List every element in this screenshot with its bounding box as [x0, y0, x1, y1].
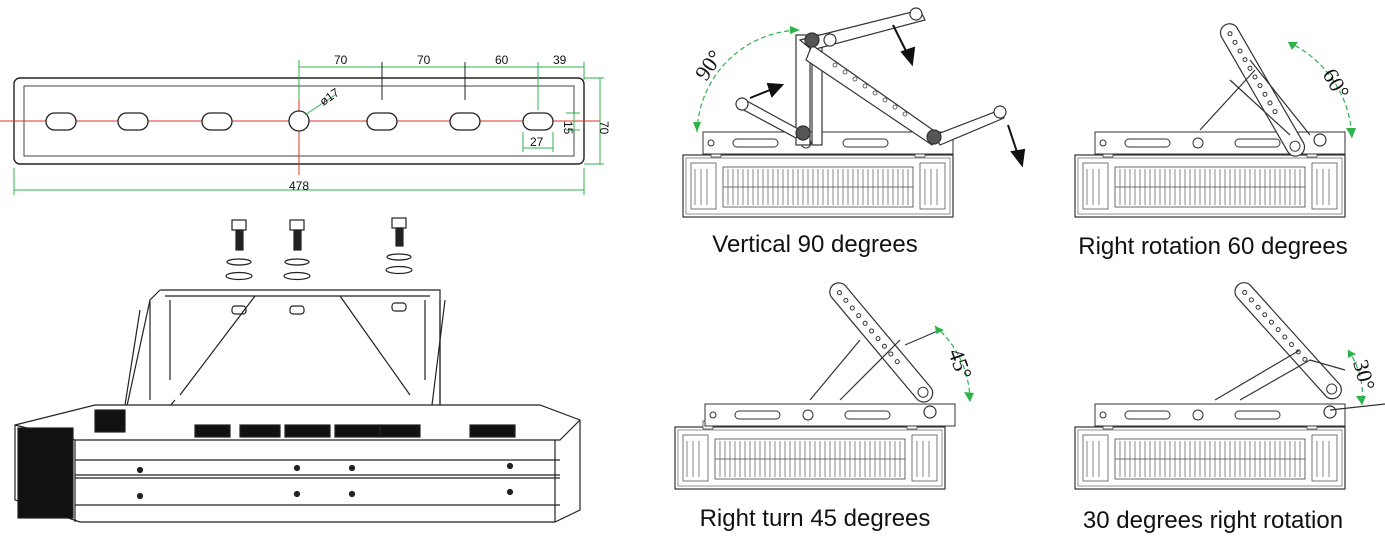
caption-vertical-90: Vertical 90 degrees — [712, 231, 918, 258]
angle-label-30: 30° — [1348, 357, 1380, 393]
top-view-drawing: 70 70 60 39 70 15 27 478 ø17 — [0, 53, 611, 195]
dim-478: 478 — [289, 179, 309, 193]
dim-27: 27 — [530, 135, 544, 149]
dim-70-b: 70 — [417, 53, 431, 67]
angle-label-60: 60° — [1318, 64, 1355, 103]
dim-39: 39 — [553, 53, 567, 67]
angle-label-90: 90° — [690, 45, 728, 85]
dim-15: 15 — [561, 121, 575, 135]
bolt-icon — [225, 217, 413, 281]
panel-vertical-90: 90° — [682, 7, 1026, 218]
panel-right-rotation-60: 60° — [1074, 19, 1356, 218]
dim-70-a: 70 — [334, 53, 348, 67]
caption-right-turn-45: Right turn 45 degrees — [699, 505, 931, 532]
caption-30-right-rotation: 30 degrees right rotation — [1082, 507, 1344, 534]
caption-right-rotation-60: Right rotation 60 degrees — [1078, 233, 1348, 260]
exploded-assembly-drawing — [14, 217, 581, 523]
panel-30-right-rotation: 30° — [1074, 278, 1385, 490]
angle-label-45: 45° — [943, 345, 977, 383]
panel-right-turn-45: 45° — [674, 278, 977, 490]
dim-70-height: 70 — [597, 121, 611, 135]
dim-60: 60 — [495, 53, 509, 67]
